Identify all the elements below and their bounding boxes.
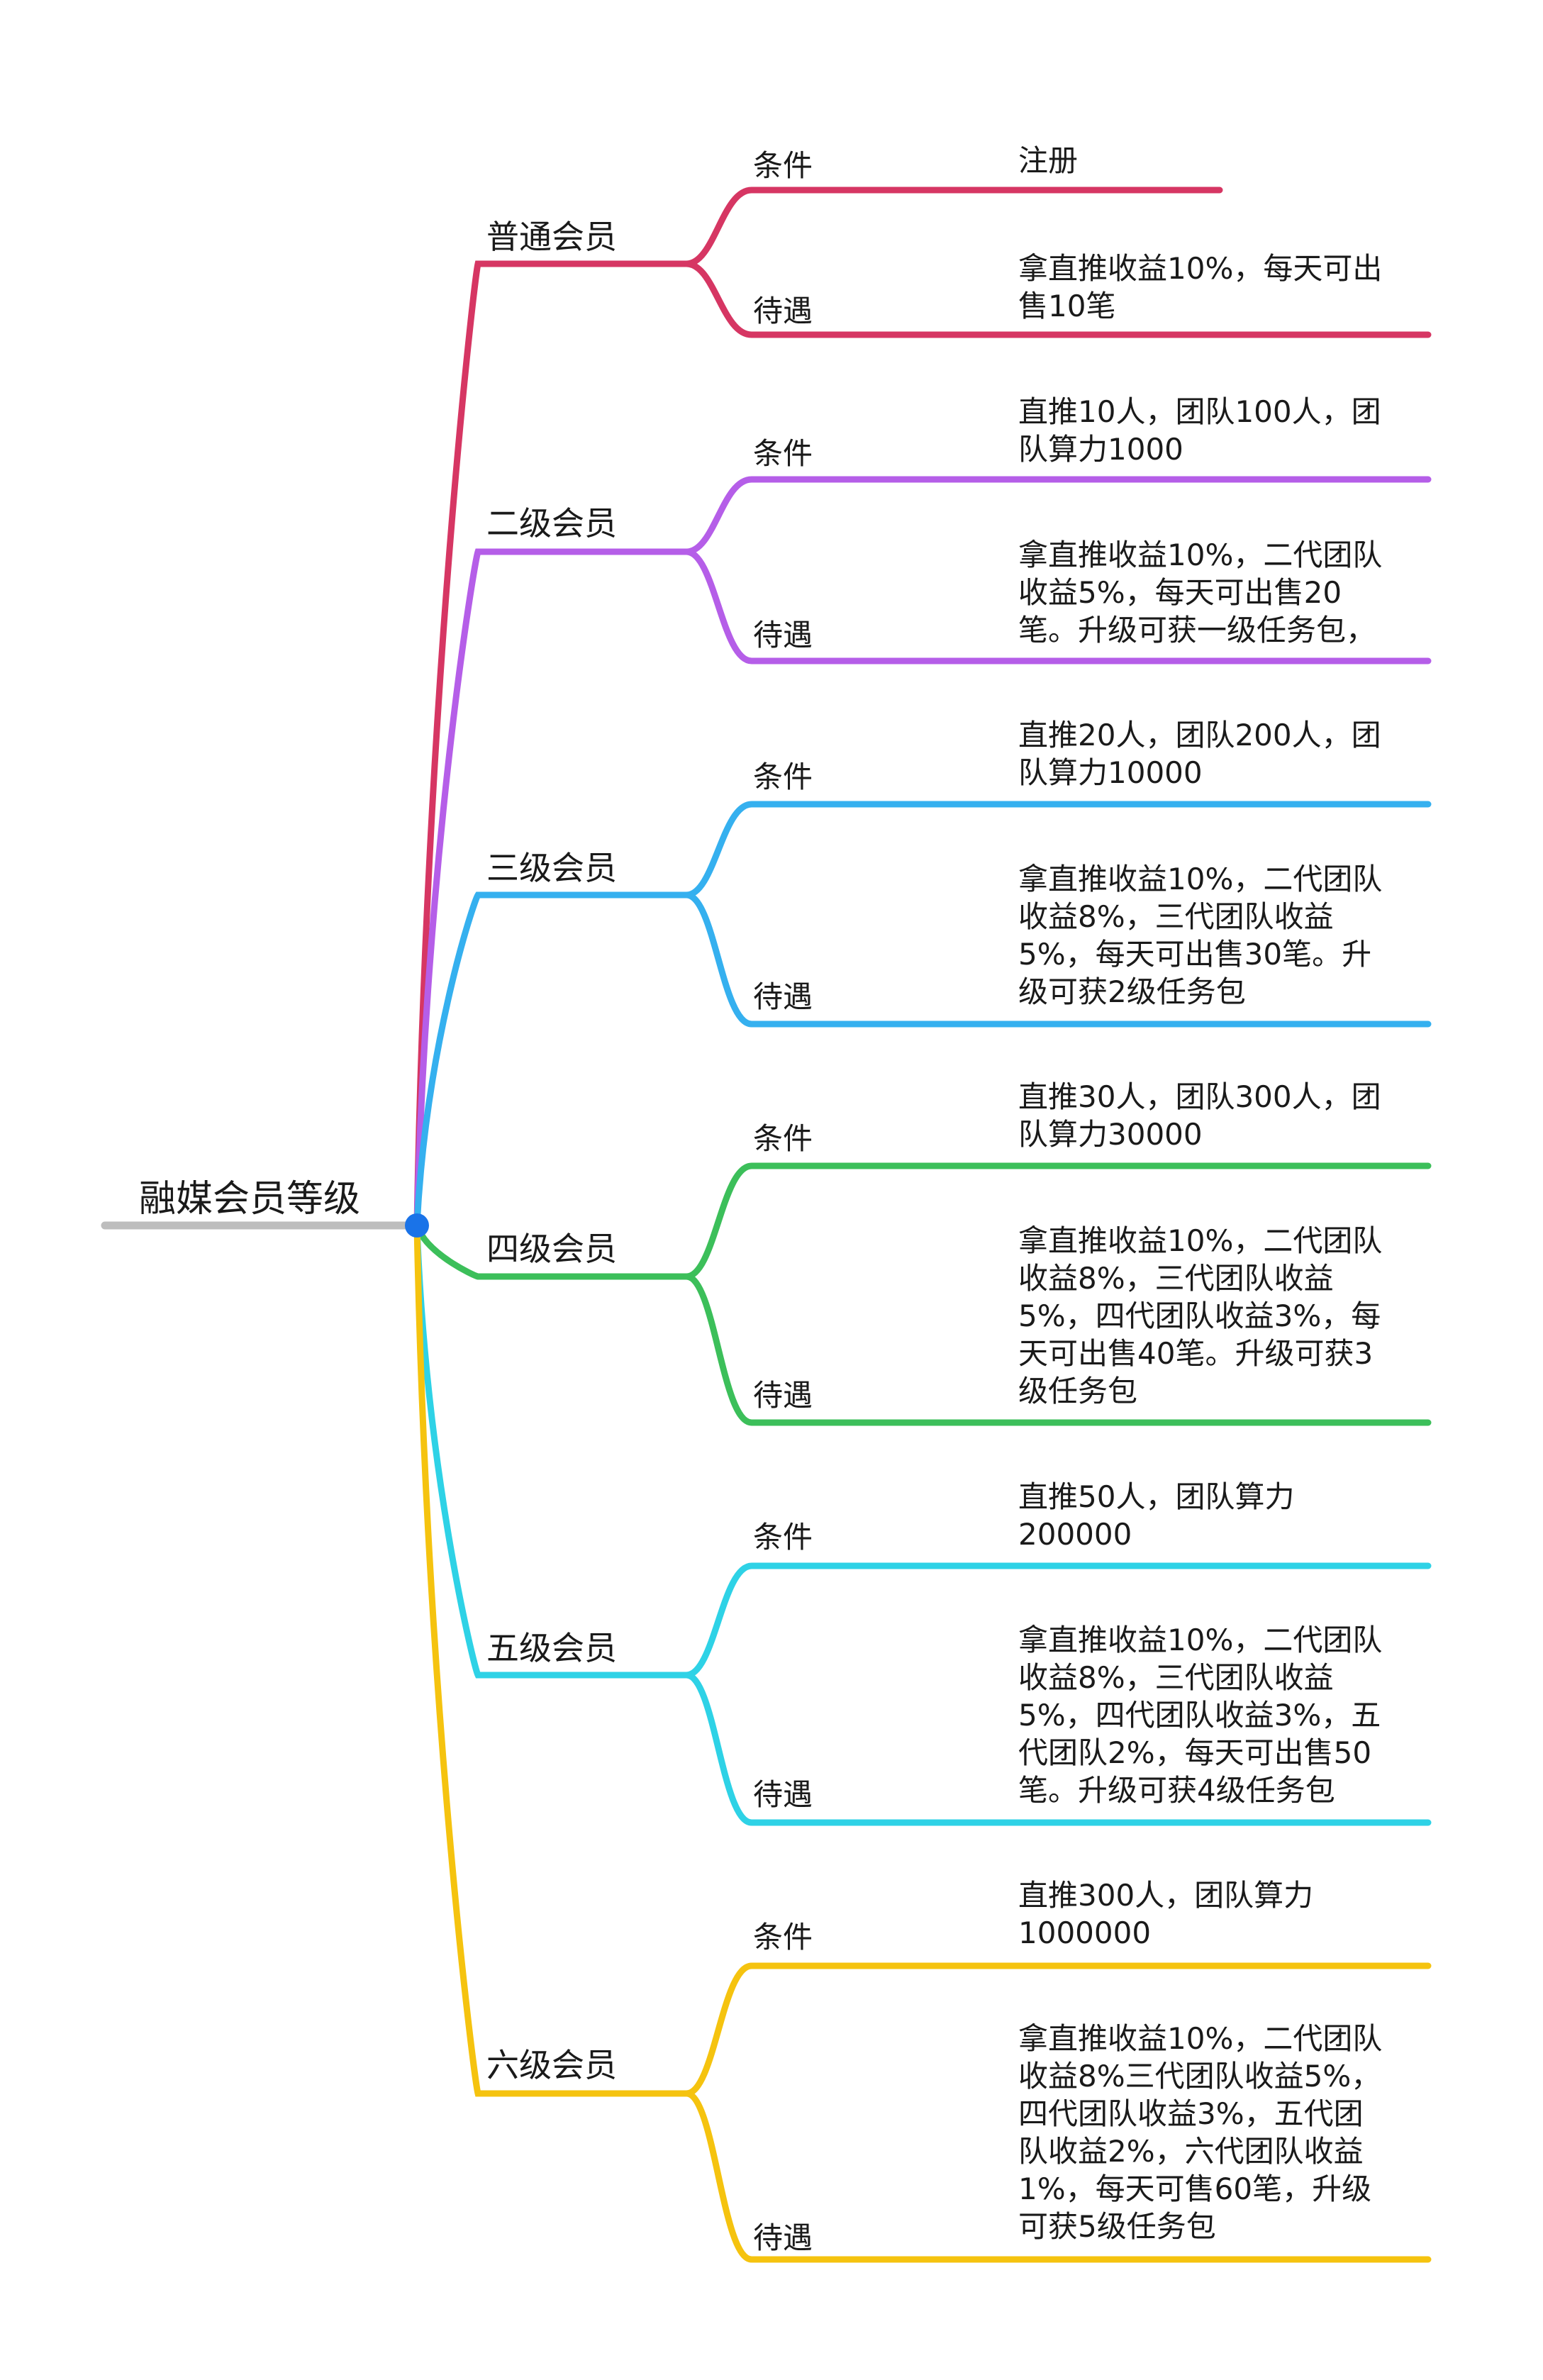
condition-connector-1 bbox=[683, 187, 1223, 267]
condition-connector-5 bbox=[683, 1562, 1432, 1679]
benefit-detail-2[interactable]: 拿直推收益10%，二代团队 收益5%，每天可出售20 笔。升级可获一级任务包， bbox=[1018, 538, 1383, 647]
condition-connector-4 bbox=[683, 1162, 1432, 1280]
level-label-1[interactable]: 普通会员 bbox=[486, 218, 617, 256]
condition-connector-2 bbox=[683, 476, 1432, 555]
condition-detail-4[interactable]: 直推30人，团队300人，团 队算力30000 bbox=[1018, 1079, 1381, 1152]
level-connector-6 bbox=[413, 1222, 690, 2097]
condition-label-5[interactable]: 条件 bbox=[753, 1520, 813, 1555]
condition-connector-3 bbox=[683, 801, 1432, 899]
condition-connector-6 bbox=[683, 1962, 1432, 2097]
benefit-label-6[interactable]: 待遇 bbox=[753, 2220, 813, 2255]
benefit-detail-6[interactable]: 拿直推收益10%，二代团队 收益8%三代团队收益5%， 四代团队收益3%，五代团… bbox=[1018, 2021, 1383, 2244]
benefit-connector-2 bbox=[683, 548, 1432, 664]
mindmap-edges bbox=[101, 187, 1432, 2263]
level-connector-1 bbox=[413, 260, 690, 1229]
condition-label-3[interactable]: 条件 bbox=[753, 760, 813, 794]
benefit-connector-4 bbox=[683, 1273, 1432, 1426]
level-label-3[interactable]: 三级会员 bbox=[486, 849, 617, 887]
benefit-connector-5 bbox=[683, 1672, 1432, 1826]
level-label-4[interactable]: 四级会员 bbox=[486, 1230, 617, 1268]
condition-label-6[interactable]: 条件 bbox=[753, 1920, 813, 1954]
condition-detail-6[interactable]: 直推300人，团队算力 1000000 bbox=[1018, 1878, 1314, 1950]
level-label-5[interactable]: 五级会员 bbox=[486, 1629, 617, 1667]
benefit-detail-4[interactable]: 拿直推收益10%，二代团队 收益8%，三代团队收益 5%，四代团队收益3%，每 … bbox=[1018, 1223, 1383, 1408]
benefit-label-2[interactable]: 待遇 bbox=[753, 618, 813, 652]
benefit-detail-3[interactable]: 拿直推收益10%，二代团队 收益8%，三代团队收益 5%，每天可出售30笔。升 … bbox=[1018, 862, 1383, 1009]
condition-detail-2[interactable]: 直推10人，团队100人，团 队算力1000 bbox=[1018, 394, 1381, 467]
benefit-label-5[interactable]: 待遇 bbox=[753, 1777, 813, 1812]
benefit-label-3[interactable]: 待遇 bbox=[753, 979, 813, 1014]
level-connector-5 bbox=[413, 1222, 690, 1679]
condition-detail-3[interactable]: 直推20人，团队200人，团 队算力10000 bbox=[1018, 718, 1381, 790]
condition-detail-1[interactable]: 注册 bbox=[1018, 143, 1079, 178]
root-topic-label[interactable]: 融媒会员等级 bbox=[139, 1178, 361, 1220]
benefit-connector-3 bbox=[683, 891, 1432, 1028]
condition-label-4[interactable]: 条件 bbox=[753, 1121, 813, 1156]
benefit-connector-6 bbox=[683, 2090, 1432, 2263]
mindmap-nodes bbox=[405, 1213, 429, 1238]
benefit-label-1[interactable]: 待遇 bbox=[753, 294, 813, 328]
level-connector-3 bbox=[413, 891, 690, 1229]
level-connector-2 bbox=[413, 548, 690, 1229]
root-node-dot[interactable] bbox=[405, 1213, 429, 1238]
benefit-detail-1[interactable]: 拿直推收益10%，每天可出 售10笔 bbox=[1018, 251, 1383, 323]
benefit-connector-1 bbox=[683, 260, 1432, 338]
condition-detail-5[interactable]: 直推50人，团队算力 200000 bbox=[1018, 1479, 1295, 1552]
condition-label-1[interactable]: 条件 bbox=[753, 148, 813, 183]
benefit-label-4[interactable]: 待遇 bbox=[753, 1378, 813, 1413]
benefit-detail-5[interactable]: 拿直推收益10%，二代团队 收益8%，三代团队收益 5%，四代团队收益3%，五 … bbox=[1018, 1623, 1383, 1808]
level-label-6[interactable]: 六级会员 bbox=[486, 2046, 617, 2084]
level-label-2[interactable]: 二级会员 bbox=[486, 504, 617, 543]
condition-label-2[interactable]: 条件 bbox=[753, 436, 813, 471]
